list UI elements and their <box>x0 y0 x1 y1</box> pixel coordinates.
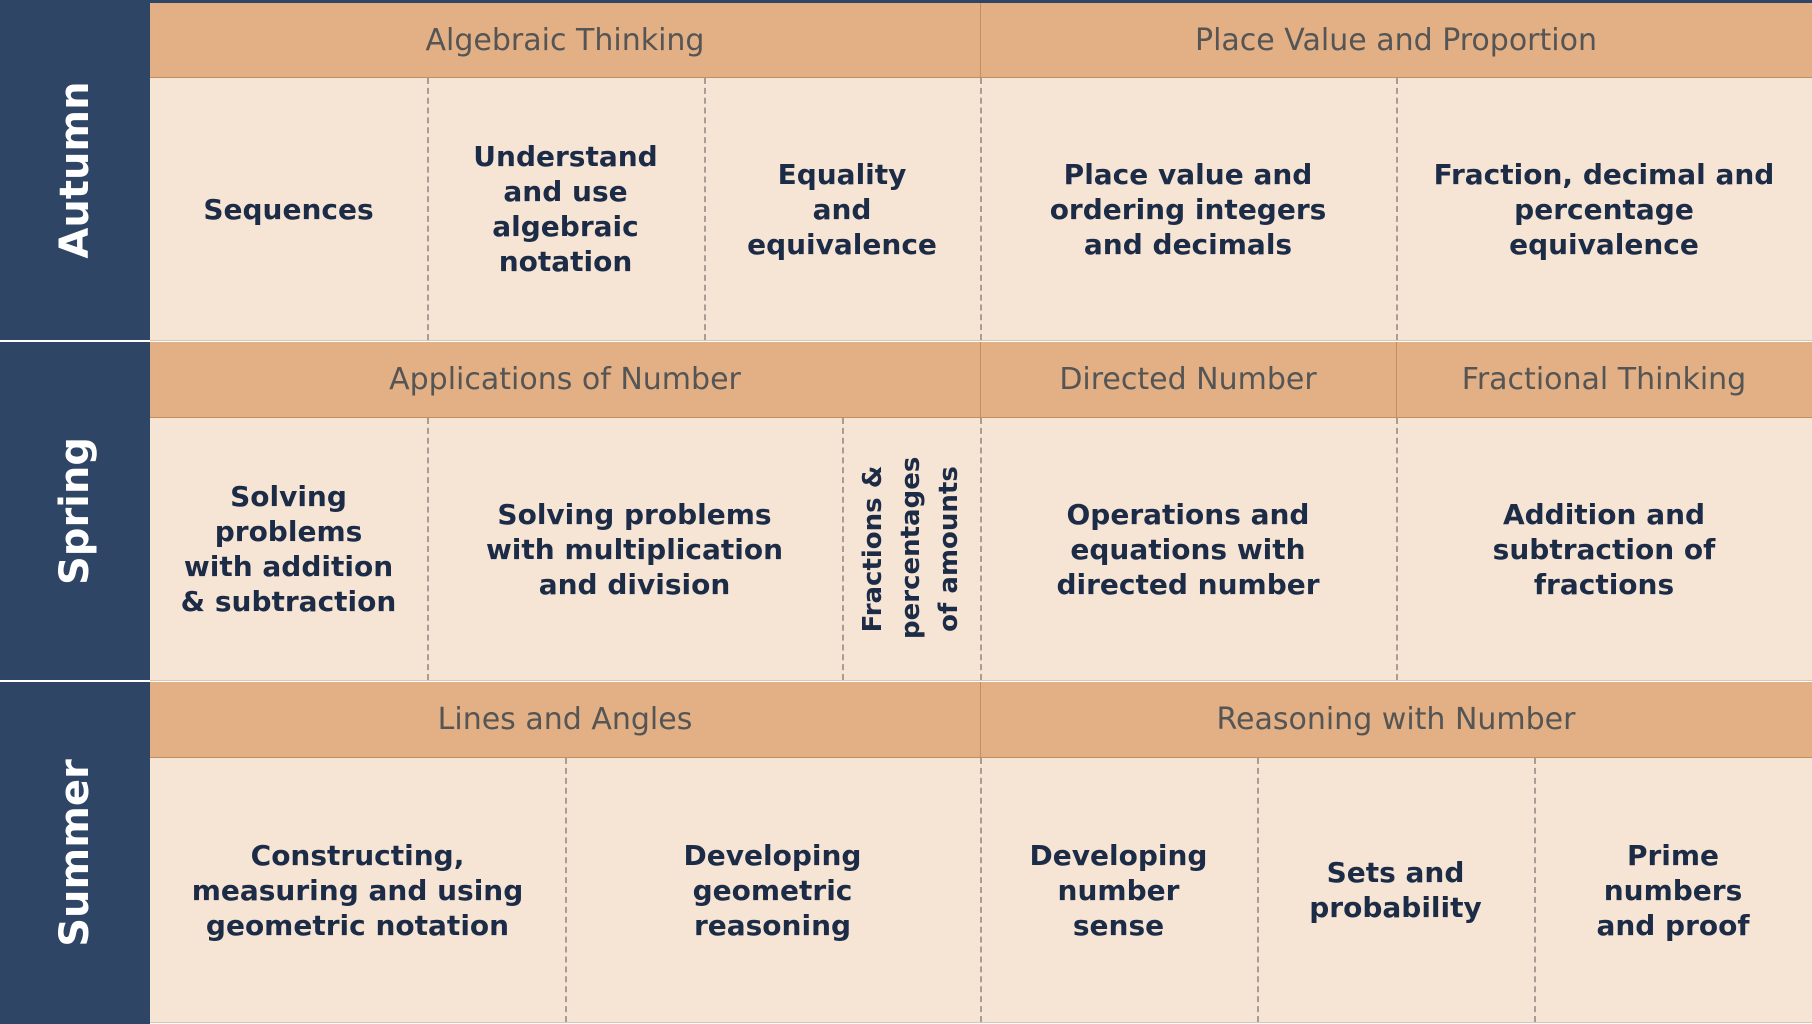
unit-fractions-percentages-label: Fractions & percentages of amounts <box>858 456 964 639</box>
unit-problems-mult-div: Solving problems with multiplication and… <box>485 497 784 601</box>
unit-prime-numbers-and-proof: Prime numbers and proof <box>1596 838 1750 942</box>
unit-algebraic-notation: Understand and use algebraic notation <box>473 140 658 278</box>
band-fractional-thinking: Fractional Thinking <box>1461 362 1747 397</box>
band-reasoning-with-number: Reasoning with Number <box>1216 702 1576 737</box>
unit-fractions-percentages-of-amounts: Fractions & percentages of amounts <box>842 418 980 680</box>
cell-divider <box>1534 758 1536 1022</box>
band-divider <box>980 682 981 757</box>
band-directed-number: Directed Number <box>1059 362 1317 397</box>
cell-divider <box>1396 78 1398 340</box>
season-label-spring: Spring <box>52 437 98 585</box>
season-summer: Summer <box>0 682 150 1024</box>
autumn-units-row: Sequences Understand and use algebraic n… <box>150 78 1812 341</box>
season-autumn: Autumn <box>0 0 150 340</box>
cell-divider <box>842 418 844 680</box>
unit-sequences: Sequences <box>203 192 374 226</box>
season-label-autumn: Autumn <box>52 81 98 259</box>
unit-sets-and-probability: Sets and probability <box>1309 856 1482 924</box>
spring-units-row: Solving problems with addition & subtrac… <box>150 418 1812 681</box>
autumn-topic-band: Algebraic Thinking Place Value and Propo… <box>150 3 1812 78</box>
band-algebraic-thinking: Algebraic Thinking <box>425 22 705 58</box>
cell-divider <box>427 418 429 680</box>
band-place-value-and-proportion: Place Value and Proportion <box>1195 22 1597 58</box>
unit-problems-add-sub: Solving problems with addition & subtrac… <box>180 480 397 618</box>
cell-divider <box>980 758 982 1022</box>
band-divider <box>980 342 981 417</box>
band-lines-and-angles: Lines and Angles <box>437 702 693 737</box>
season-spring: Spring <box>0 342 150 680</box>
cell-divider <box>704 78 706 340</box>
top-border <box>150 0 1812 3</box>
unit-geometric-reasoning: Developing geometric reasoning <box>683 838 862 942</box>
cell-divider <box>980 78 982 340</box>
spring-topic-band: Applications of Number Directed Number F… <box>150 342 1812 418</box>
unit-number-sense: Developing number sense <box>1029 838 1208 942</box>
unit-directed-number-operations: Operations and equations with directed n… <box>1056 497 1320 601</box>
unit-fdp-equivalence: Fraction, decimal and percentage equival… <box>1433 157 1775 261</box>
cell-divider <box>1396 418 1398 680</box>
unit-equality-and-equivalence: Equality and equivalence <box>747 157 937 261</box>
cell-divider <box>1257 758 1259 1022</box>
band-applications-of-number: Applications of Number <box>389 362 741 397</box>
unit-geometric-notation: Constructing, measuring and using geomet… <box>191 838 524 942</box>
summer-units-row: Constructing, measuring and using geomet… <box>150 758 1812 1023</box>
unit-add-sub-fractions: Addition and subtraction of fractions <box>1492 497 1716 601</box>
cell-divider <box>980 418 982 680</box>
season-label-summer: Summer <box>52 759 98 947</box>
cell-divider <box>565 758 567 1022</box>
unit-place-value-ordering: Place value and ordering integers and de… <box>1049 157 1327 261</box>
summer-topic-band: Lines and Angles Reasoning with Number <box>150 682 1812 758</box>
band-divider <box>1396 342 1397 417</box>
cell-divider <box>427 78 429 340</box>
band-divider <box>980 3 981 77</box>
